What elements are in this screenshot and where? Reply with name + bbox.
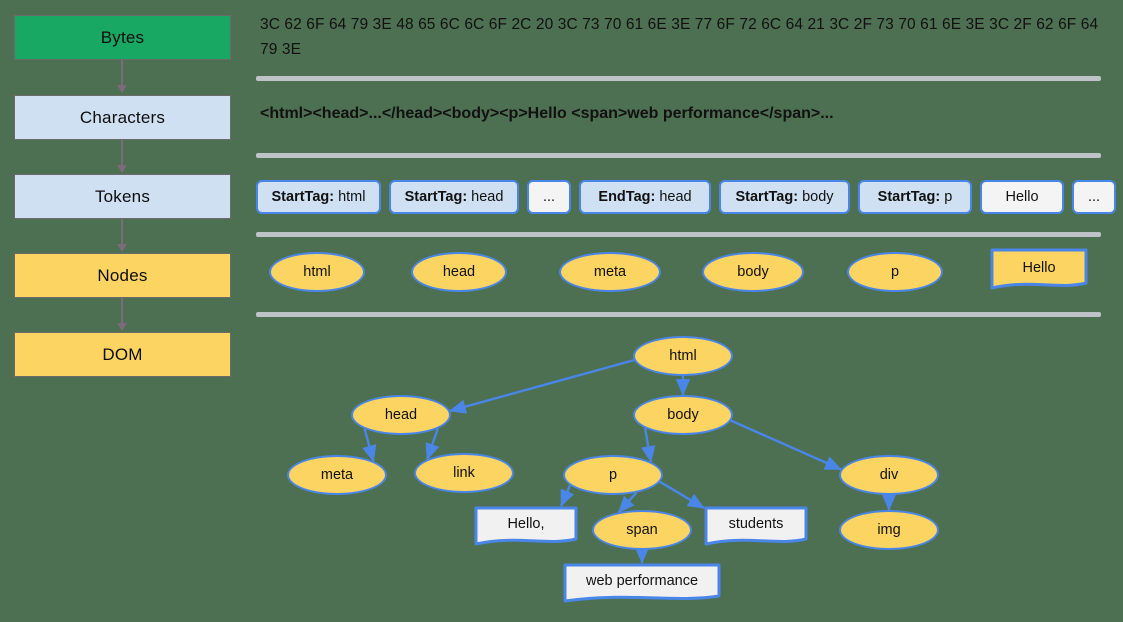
dom-node-label: p <box>608 467 618 483</box>
pipeline-arrow-icon <box>117 219 127 252</box>
token-chip[interactable]: Hello <box>980 180 1064 214</box>
bytes-hex-text: 3C 62 6F 64 79 3E 48 65 6C 6C 6F 2C 20 3… <box>260 16 1099 58</box>
section-divider <box>256 153 1101 158</box>
node-label: body <box>737 264 769 280</box>
dom-node-label: link <box>453 465 475 481</box>
node-ellipse[interactable]: meta <box>559 252 661 292</box>
dom-edge-head-meta <box>362 428 377 463</box>
dom-node-html[interactable]: html <box>633 336 733 376</box>
node-label: html <box>303 264 331 280</box>
token-kind: StartTag: <box>735 189 799 205</box>
token-value: Hello <box>1005 189 1039 205</box>
pipeline-stage-label: Nodes <box>97 265 148 285</box>
node-ellipse[interactable]: html <box>269 252 365 292</box>
token-value: ... <box>1087 189 1101 205</box>
token-value: html <box>338 189 366 205</box>
dom-edge-body-div <box>730 419 842 471</box>
token-chip[interactable]: EndTag:head <box>579 180 711 214</box>
pipeline-stage-label: DOM <box>102 344 143 364</box>
dom-node-label: img <box>877 522 901 538</box>
token-kind: StartTag: <box>404 189 468 205</box>
node-ellipse[interactable]: body <box>702 252 804 292</box>
dom-edge-html-head <box>449 358 635 414</box>
dom-node-label: span <box>626 522 658 538</box>
node-ellipse[interactable]: p <box>847 252 943 292</box>
pipeline-stage-label: Characters <box>79 107 166 127</box>
dom-edge-p-hello <box>560 484 575 507</box>
dom-node-meta[interactable]: meta <box>287 455 387 495</box>
token-chip[interactable]: StartTag:body <box>719 180 850 214</box>
dom-node-label: Hello, <box>507 516 545 532</box>
token-kind: StartTag: <box>271 189 335 205</box>
token-value: p <box>944 189 953 205</box>
dom-node-img[interactable]: img <box>839 510 939 550</box>
dom-node-span[interactable]: span <box>592 510 692 550</box>
dom-edge-head-link <box>425 428 440 461</box>
characters-markup-text: <html><head>...</head><body><p>Hello <sp… <box>260 105 834 122</box>
token-value: body <box>802 189 834 205</box>
section-divider <box>256 312 1101 317</box>
pipeline-stage-dom[interactable]: DOM <box>14 332 231 377</box>
pipeline-stage-tokens[interactable]: Tokens <box>14 174 231 219</box>
pipeline-stage-characters[interactable]: Characters <box>14 95 231 140</box>
node-label: p <box>890 264 900 280</box>
dom-edge-body-p <box>641 427 656 463</box>
token-kind: EndTag: <box>598 189 656 205</box>
pipeline-arrow-icon <box>117 140 127 173</box>
node-ellipse[interactable]: head <box>411 252 507 292</box>
dom-node-div[interactable]: div <box>839 455 939 495</box>
dom-node-label: head <box>384 407 418 423</box>
dom-node-label: meta <box>320 467 354 483</box>
dom-node-label: body <box>667 407 699 423</box>
dom-node-label: web performance <box>585 573 699 589</box>
token-chip[interactable]: ... <box>1072 180 1116 214</box>
dom-text-node-perf[interactable]: web performance <box>563 563 721 605</box>
pipeline-stage-label: Bytes <box>100 27 145 47</box>
dom-node-link[interactable]: link <box>414 453 514 493</box>
token-chip[interactable]: StartTag:head <box>389 180 519 214</box>
dom-node-head[interactable]: head <box>351 395 451 435</box>
dom-node-label: div <box>879 467 899 483</box>
node-label: Hello <box>1022 259 1056 276</box>
section-divider <box>256 76 1101 81</box>
dom-text-node-hello[interactable]: Hello, <box>474 506 578 548</box>
token-chip[interactable]: StartTag:p <box>858 180 972 214</box>
dom-node-p[interactable]: p <box>563 455 663 495</box>
token-value: ... <box>542 189 556 205</box>
pipeline-stage-nodes[interactable]: Nodes <box>14 253 231 298</box>
token-kind: StartTag: <box>877 189 941 205</box>
token-value: head <box>659 189 692 205</box>
dom-node-label: students <box>728 516 784 532</box>
pipeline-arrow-icon <box>117 298 127 331</box>
section-divider <box>256 232 1101 237</box>
node-label: meta <box>593 264 627 280</box>
node-label: head <box>442 264 476 280</box>
dom-edge-p-stud <box>659 480 705 510</box>
node-text-note[interactable]: Hello <box>990 248 1088 292</box>
dom-node-body[interactable]: body <box>633 395 733 435</box>
dom-text-node-stud[interactable]: students <box>704 506 808 548</box>
token-chip[interactable]: ... <box>527 180 571 214</box>
pipeline-stage-bytes[interactable]: Bytes <box>14 15 231 60</box>
pipeline-arrow-icon <box>117 60 127 93</box>
token-chip[interactable]: StartTag:html <box>256 180 381 214</box>
dom-node-label: html <box>669 348 697 364</box>
token-value: head <box>471 189 504 205</box>
pipeline-stage-label: Tokens <box>94 186 151 206</box>
